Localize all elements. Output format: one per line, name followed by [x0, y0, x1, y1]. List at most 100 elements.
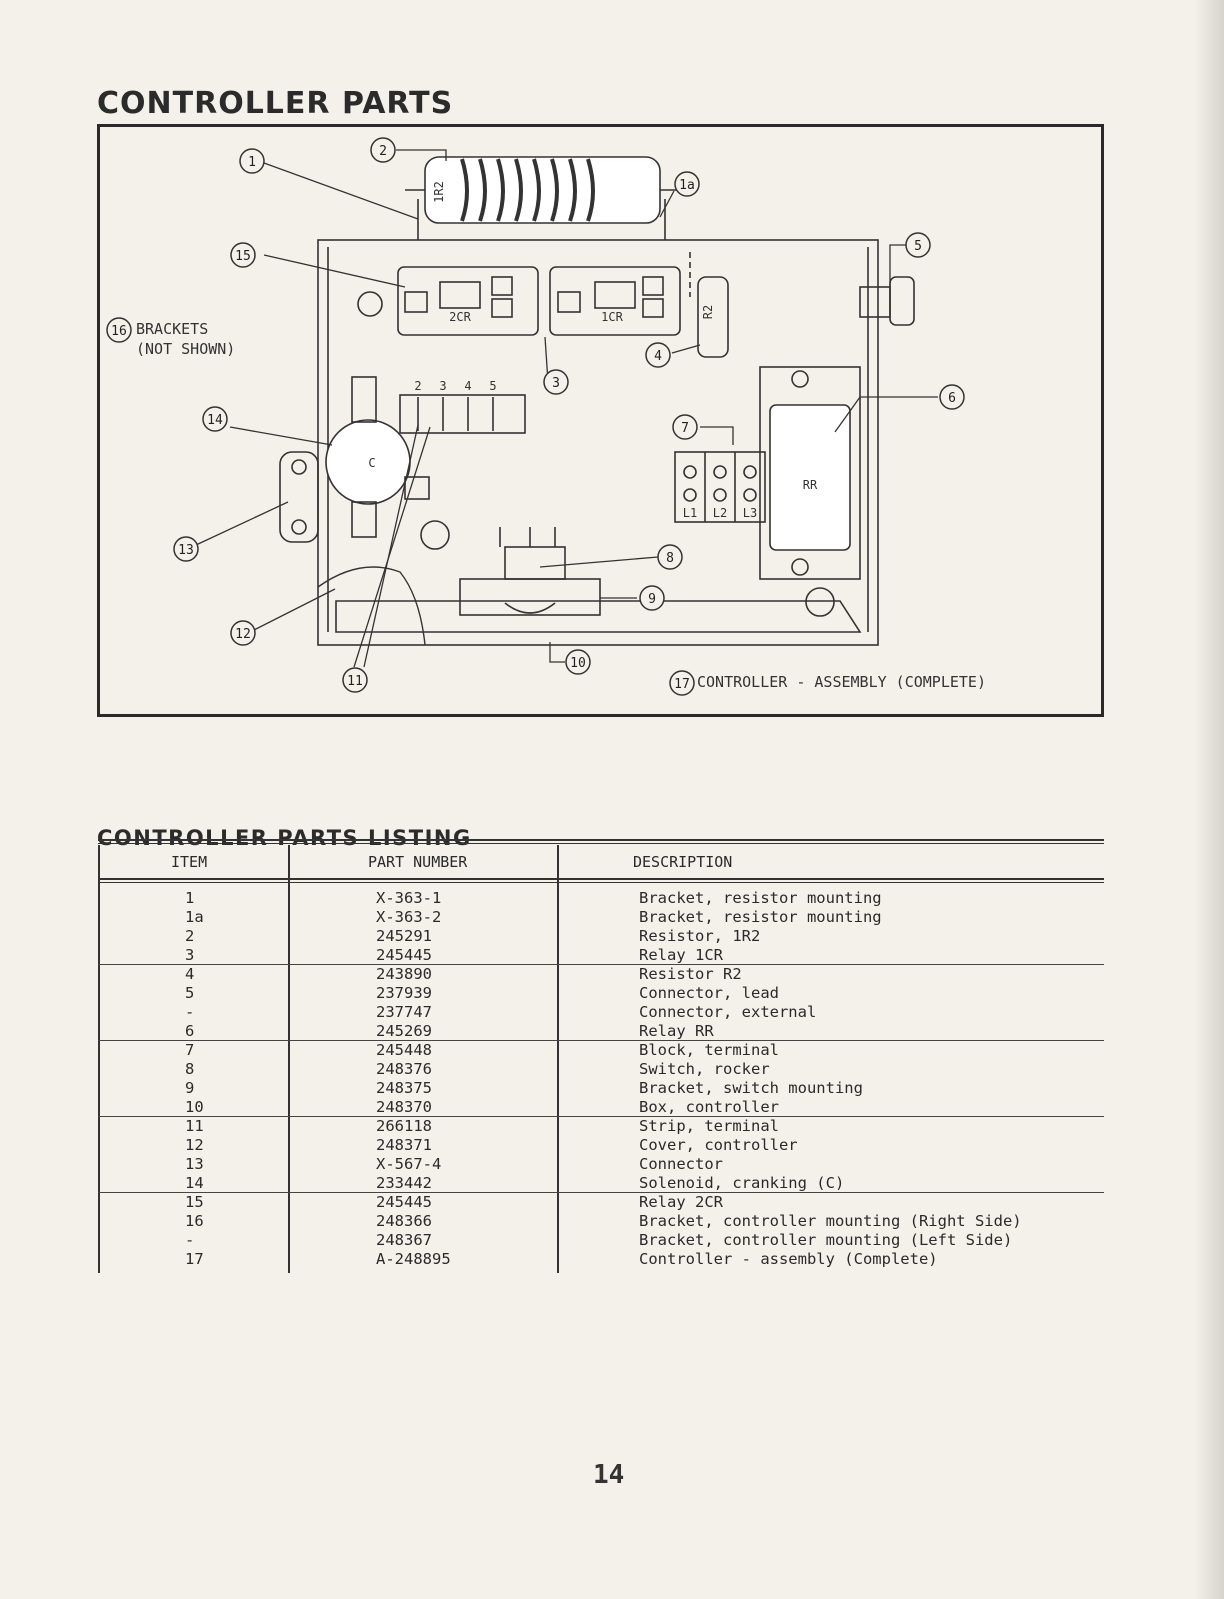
relay-1cr-contact-b — [642, 298, 664, 318]
page-number: 14 — [593, 1460, 625, 1490]
controller-parts-diagram: 1R2 2CR 1CR R2 C RR L1 L2 L3 2 3 4 5 — [97, 124, 1104, 717]
description-cell: Connector, lead — [639, 984, 779, 1002]
table-row: 5 237939 Connector, lead — [98, 984, 1104, 1003]
part-number-cell: A-248895 — [376, 1250, 451, 1268]
relay-1cr-terminal — [557, 291, 581, 313]
group-divider — [98, 1192, 1104, 1193]
description-cell: Solenoid, cranking (C) — [639, 1174, 845, 1192]
description-cell: Switch, rocker — [639, 1060, 770, 1078]
relay-rr-mount — [759, 366, 861, 580]
terminal-block — [674, 451, 766, 523]
description-cell: Resistor, 1R2 — [639, 927, 761, 945]
leader-12 — [247, 588, 336, 634]
callout-circle-5 — [905, 232, 931, 258]
terminal-block-dividers — [704, 452, 736, 522]
item-cell: 9 — [185, 1079, 195, 1097]
description-cell: Cover, controller — [639, 1136, 798, 1154]
callout-number-6: 6 — [948, 391, 956, 406]
leader-14 — [229, 426, 333, 446]
item-cell: - — [185, 1231, 195, 1249]
connector-13-hole-top — [291, 459, 307, 475]
item-cell: 14 — [185, 1174, 204, 1192]
item-cell: 10 — [185, 1098, 204, 1116]
label-rr: RR — [803, 478, 818, 492]
callout-number-17: 17 — [674, 677, 690, 692]
item-cell: 12 — [185, 1136, 204, 1154]
callout-circle-17 — [669, 670, 695, 696]
item-cell: 15 — [185, 1193, 204, 1211]
callout-circle-1 — [239, 148, 265, 174]
relay-1cr-coil — [594, 281, 636, 309]
leader-11b — [363, 424, 419, 668]
item-cell: 6 — [185, 1022, 195, 1040]
connector-body — [889, 276, 915, 326]
external-connector — [859, 286, 891, 318]
callout-circle-1a — [674, 171, 700, 197]
relay-2cr-terminal — [404, 291, 428, 313]
label-strip-5: 5 — [489, 379, 496, 393]
part-number-cell: 248366 — [376, 1212, 432, 1230]
callout-number-7: 7 — [681, 421, 689, 436]
leader-15 — [263, 254, 406, 288]
callout-circle-9 — [639, 585, 665, 611]
callout-number-12: 12 — [235, 627, 251, 642]
relay-2cr-contact-b — [491, 298, 513, 318]
brackets-note-not-shown: (NOT SHOWN) — [136, 340, 235, 358]
part-number-cell: X-363-1 — [376, 889, 442, 907]
leader-13 — [195, 501, 289, 546]
cover-slot — [335, 600, 862, 633]
solenoid-terminal — [404, 476, 430, 500]
label-1cr: 1CR — [601, 310, 623, 324]
col-divider-2 — [557, 845, 559, 1273]
part-number-cell: 237747 — [376, 1003, 432, 1021]
part-number-cell: 237939 — [376, 984, 432, 1002]
item-cell: 5 — [185, 984, 195, 1002]
header-rule — [98, 878, 1104, 880]
callout-circle-7 — [672, 414, 698, 440]
callout-number-4: 4 — [654, 349, 662, 364]
nut-3 — [805, 587, 835, 617]
switch-terminals — [499, 527, 556, 547]
description-cell: Bracket, resistor mounting — [639, 889, 882, 907]
relay-rr-screw-top — [791, 370, 809, 388]
solenoid-stud-bottom — [351, 501, 377, 538]
callout-circle-6 — [939, 384, 965, 410]
item-cell: 11 — [185, 1117, 204, 1135]
relay-1cr — [549, 266, 681, 336]
page-edge-shadow — [1194, 0, 1224, 1599]
description-cell: Controller - assembly (Complete) — [639, 1250, 938, 1268]
col-divider-1 — [288, 845, 290, 1273]
header-part-number: PART NUMBER — [368, 853, 468, 871]
callout-circle-2 — [370, 137, 396, 163]
label-2cr: 2CR — [449, 310, 471, 324]
callout-circle-13 — [173, 536, 199, 562]
page-title: CONTROLLER PARTS — [97, 86, 454, 121]
table-top-rule — [98, 839, 1104, 841]
leader-1 — [263, 162, 419, 220]
callout-number-2: 2 — [379, 144, 387, 159]
label-l3: L3 — [743, 506, 757, 520]
label-1r2: 1R2 — [432, 181, 446, 203]
item-cell: 8 — [185, 1060, 195, 1078]
header-rule-2 — [98, 882, 1104, 883]
rocker-switch — [504, 546, 566, 580]
leader-11 — [353, 426, 431, 668]
relay-rr — [769, 404, 851, 551]
terminal-screw-4 — [683, 488, 697, 502]
description-cell: Block, terminal — [639, 1041, 779, 1059]
callout-circle-12 — [230, 620, 256, 646]
callout-circle-11 — [342, 667, 368, 693]
resistor-1r2 — [424, 156, 661, 224]
terminal-screw-1 — [683, 465, 697, 479]
